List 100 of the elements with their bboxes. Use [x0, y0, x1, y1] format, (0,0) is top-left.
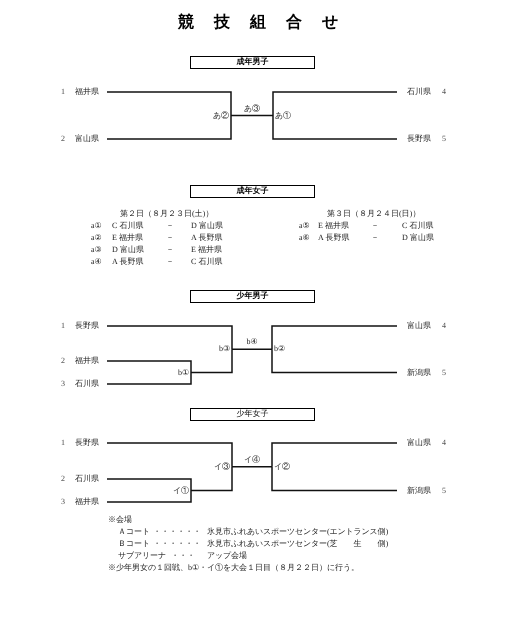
- versus-dash: －: [166, 232, 174, 244]
- team-name: 長野県: [75, 437, 99, 449]
- team-name: D 富山県: [112, 244, 144, 256]
- seed-number: 2: [61, 473, 65, 485]
- versus-dash: －: [166, 220, 174, 232]
- versus-dash: －: [166, 244, 174, 256]
- day-heading: 第３日（８月２４日(日)）: [327, 208, 420, 220]
- team-name: D 富山県: [191, 220, 223, 232]
- team-name: E 福井県: [112, 232, 143, 244]
- match-number: a②: [91, 232, 102, 244]
- bracket-line: [191, 466, 233, 492]
- bracket-line: [107, 478, 192, 490]
- match-label: b②: [272, 343, 285, 356]
- seed-number: 5: [442, 484, 446, 496]
- versus-dash: －: [371, 220, 379, 232]
- seed-number: 4: [442, 437, 446, 449]
- section-header-box: 少年女子: [190, 408, 315, 421]
- court-name: Ａコート: [118, 526, 150, 538]
- bracket-line: [107, 360, 192, 372]
- seed-number: 2: [61, 355, 65, 367]
- bracket-line: [232, 466, 273, 468]
- team-name: A 長野県: [112, 256, 144, 268]
- match-label: b④: [246, 337, 258, 348]
- bracket-line: [231, 114, 274, 116]
- team-name: 長野県: [407, 133, 431, 145]
- match-number: a⑤: [299, 220, 310, 232]
- note-text: ※会場: [108, 514, 132, 526]
- page-title: 競技組合せ: [178, 13, 338, 33]
- team-name: C 石川県: [402, 220, 434, 232]
- match-number: a①: [91, 220, 102, 232]
- court-name: Ｂコート: [118, 538, 150, 550]
- match-label: b③: [219, 343, 232, 356]
- match-label: イ①: [173, 484, 191, 496]
- bracket-line: [272, 116, 397, 140]
- bracket-line: [107, 490, 192, 503]
- match-number: a③: [91, 244, 102, 256]
- seed-number: 5: [442, 366, 446, 378]
- team-name: C 石川県: [191, 256, 222, 268]
- versus-dash: －: [166, 256, 174, 268]
- court-name: サブアリーナ: [118, 550, 166, 562]
- bracket-line: [232, 348, 273, 350]
- bracket-line: [107, 325, 233, 350]
- team-name: 福井県: [75, 86, 99, 98]
- bracket-line: [271, 349, 397, 374]
- match-label: あ②: [213, 110, 231, 122]
- bracket-line: [271, 442, 397, 467]
- bracket-line: [272, 91, 397, 116]
- bracket-line: [107, 91, 232, 116]
- team-name: A 長野県: [191, 232, 222, 244]
- dot-leader: ・・・: [171, 550, 195, 562]
- team-name: 富山県: [407, 320, 431, 332]
- team-name: 富山県: [407, 437, 431, 449]
- seed-number: 1: [61, 86, 65, 98]
- venue-name: 氷見市ふれあいスポーツセンター(エントランス側): [207, 526, 388, 538]
- team-name: 石川県: [75, 473, 99, 485]
- bracket-line: [107, 442, 233, 467]
- bracket-line: [191, 349, 233, 374]
- section-header-box: 成年女子: [190, 185, 315, 198]
- versus-dash: －: [371, 232, 379, 244]
- team-name: 福井県: [75, 355, 99, 367]
- section-header-box: 少年男子: [190, 290, 315, 303]
- match-label: あ③: [244, 104, 260, 114]
- team-name: D 富山県: [402, 232, 434, 244]
- seed-number: 4: [442, 320, 446, 332]
- team-name: C 石川県: [112, 220, 144, 232]
- section-header-box: 成年男子: [190, 56, 315, 69]
- team-name: A 長野県: [318, 232, 350, 244]
- bracket-line: [107, 116, 232, 140]
- day-heading: 第２日（８月２３日(土)）: [120, 208, 214, 220]
- seed-number: 3: [61, 496, 65, 508]
- bracket-line: [271, 466, 397, 492]
- bracket-line: [271, 325, 397, 350]
- team-name: 福井県: [75, 496, 99, 508]
- team-name: E 福井県: [318, 220, 349, 232]
- team-name: 新潟県: [407, 484, 431, 496]
- bracket-line: [107, 372, 192, 385]
- seed-number: 1: [61, 437, 65, 449]
- match-number: a⑥: [299, 232, 310, 244]
- match-number: a④: [91, 256, 102, 268]
- match-label: イ②: [272, 460, 290, 473]
- team-name: 長野県: [75, 320, 99, 332]
- team-name: E 福井県: [191, 244, 222, 256]
- seed-number: 5: [442, 133, 446, 145]
- dot-leader: ・・・・・・: [153, 538, 201, 550]
- seed-number: 1: [61, 320, 65, 332]
- match-label: イ③: [214, 460, 232, 473]
- dot-leader: ・・・・・・: [153, 526, 201, 538]
- team-name: 石川県: [407, 86, 431, 98]
- venue-name: アップ会場: [207, 550, 247, 562]
- team-name: 新潟県: [407, 366, 431, 378]
- seed-number: 4: [442, 86, 446, 98]
- match-label: b①: [178, 366, 191, 378]
- seed-number: 2: [61, 133, 65, 145]
- note-text: ※少年男女の１回戦、b①・イ①を大会１日目（８月２２日）に行う。: [108, 562, 359, 574]
- seed-number: 3: [61, 378, 65, 390]
- match-label: あ①: [273, 110, 291, 122]
- team-name: 石川県: [75, 378, 99, 390]
- venue-name: 氷見市ふれあいスポーツセンター(芝 生 側): [207, 538, 388, 550]
- match-label: イ④: [244, 454, 260, 465]
- team-name: 富山県: [75, 133, 99, 145]
